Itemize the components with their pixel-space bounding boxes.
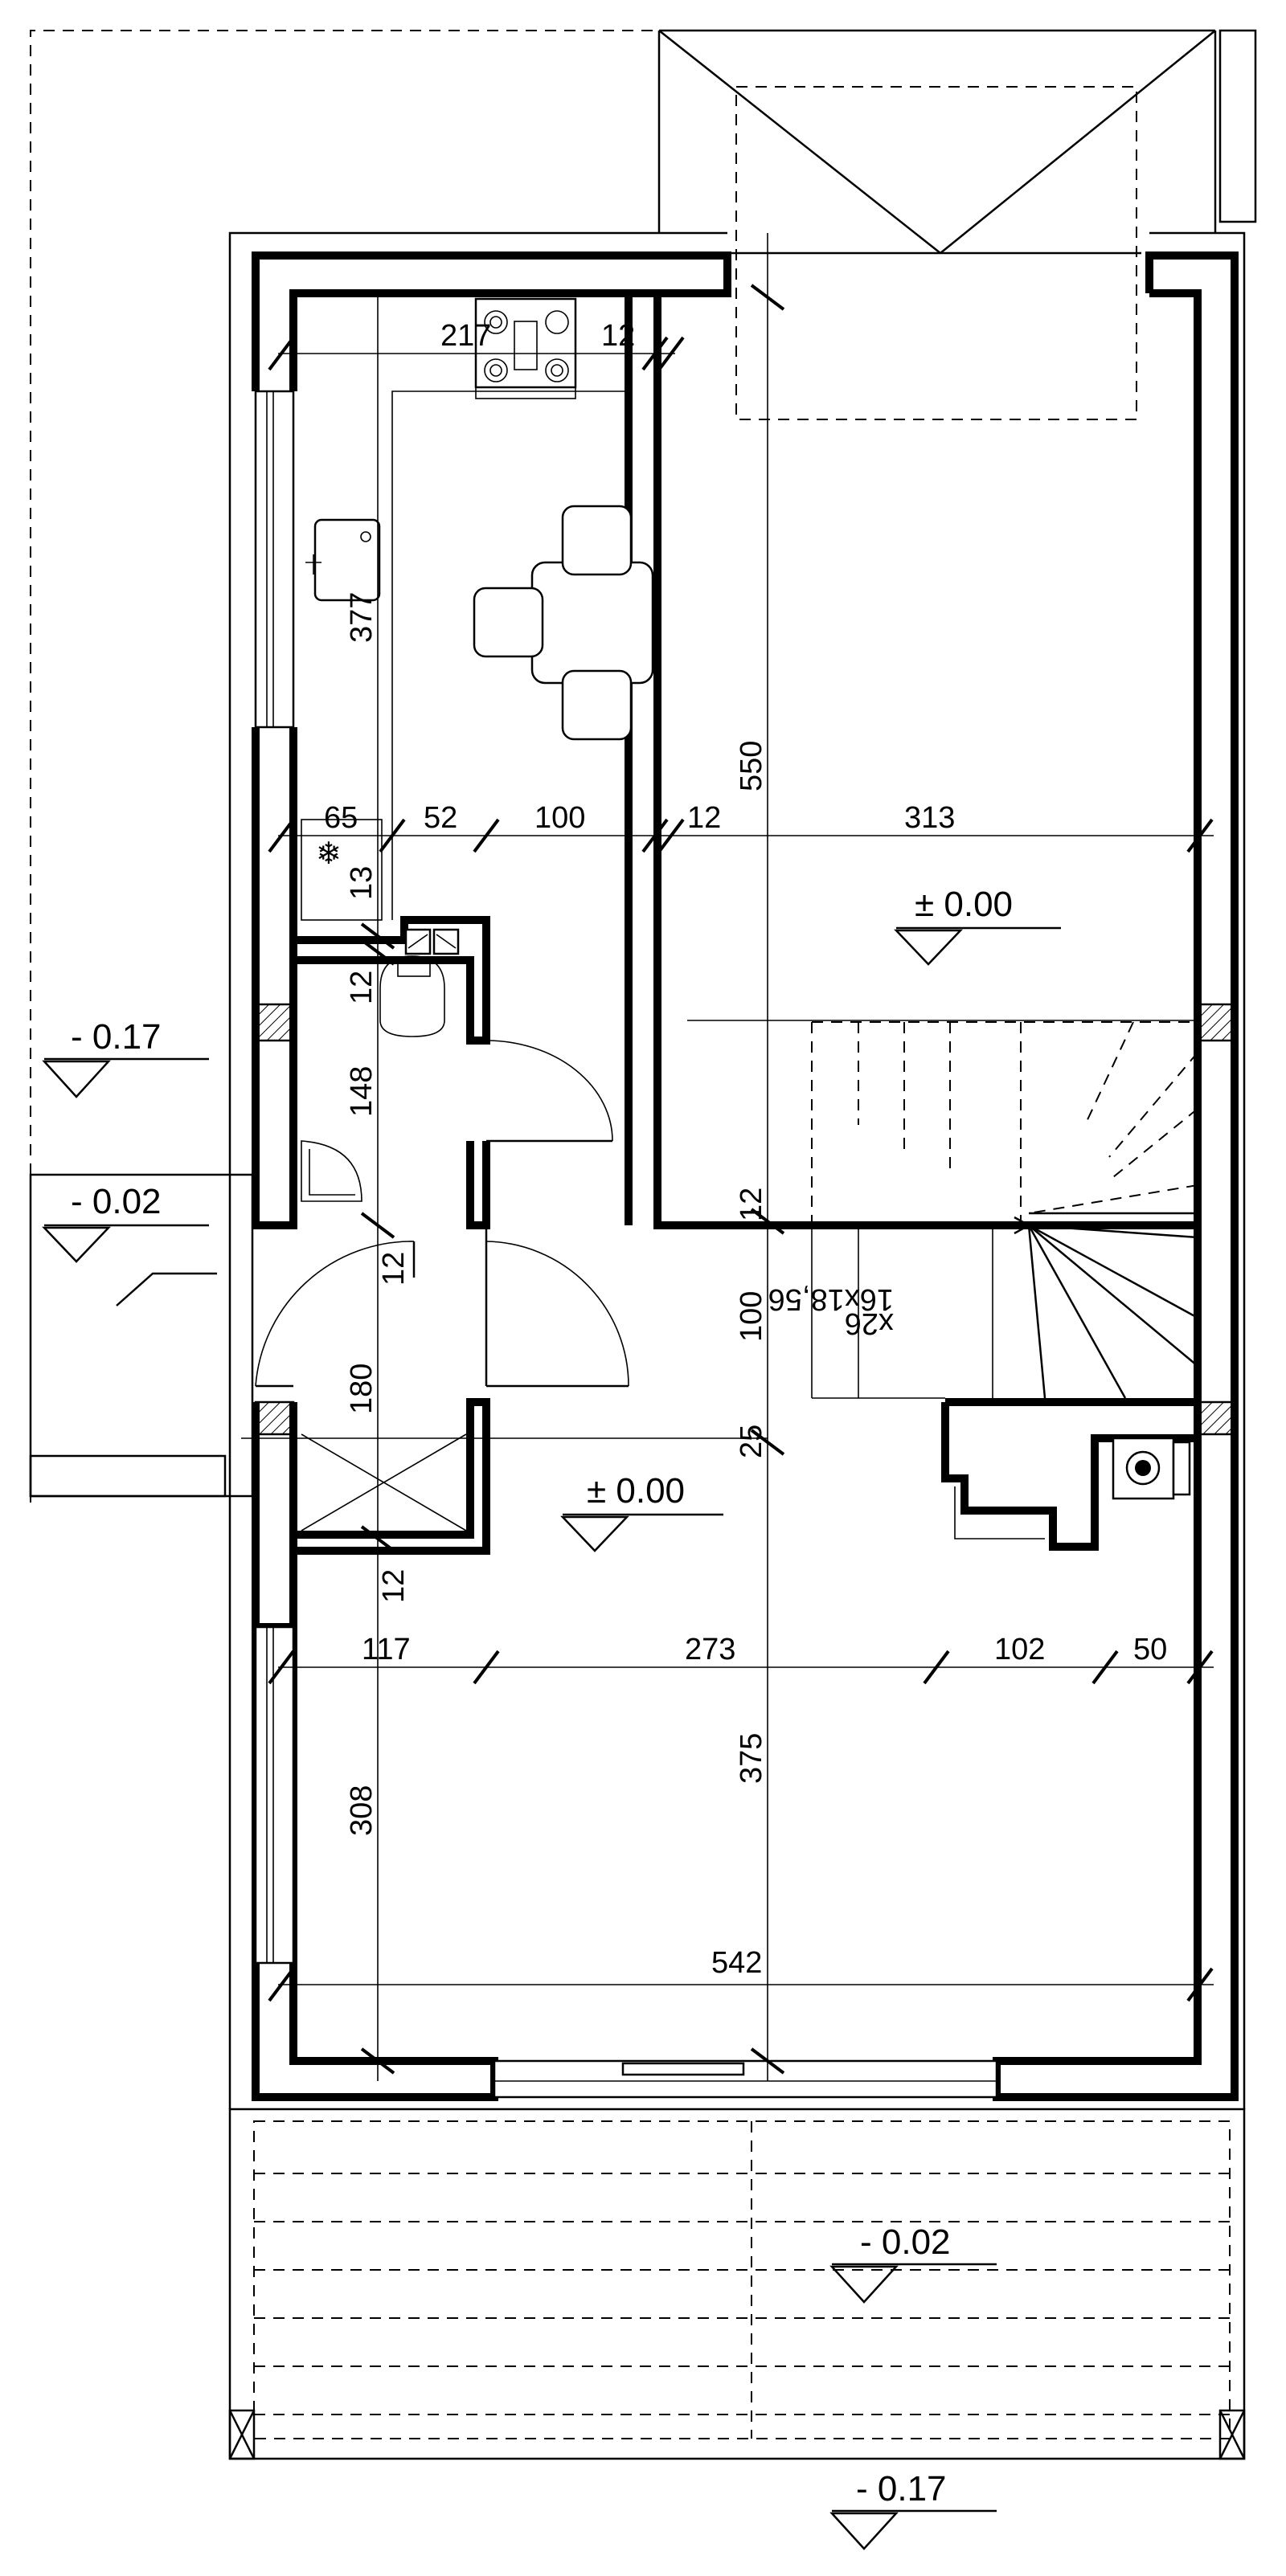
dim-hall-25: 25 [735, 1425, 768, 1458]
doors [255, 1040, 629, 1388]
dimension-labels: 217 12 377 550 65 52 100 12 313 13 12 14… [324, 319, 1167, 1980]
stair-annotation: 16x18,56 x26 [768, 1282, 894, 1340]
dim-pantry-13: 13 [345, 866, 379, 900]
level-marker-outside-bottom: - 0.17 [829, 2469, 997, 2550]
dim-bottom-50: 50 [1133, 1633, 1167, 1666]
kitchen-fittings: ❄ [301, 297, 654, 921]
level-living-label: ± 0.00 [915, 885, 1013, 924]
dim-bottom-117: 117 [362, 1633, 411, 1666]
fridge-icon: ❄ [316, 837, 342, 871]
dim-bottom-273: 273 [685, 1633, 735, 1666]
dim-kitchen-wall: 12 [601, 319, 635, 353]
walls [252, 251, 1239, 2101]
dim-row-100: 100 [534, 801, 585, 835]
dim-row-12: 12 [687, 801, 721, 835]
dim-vest-12: 12 [377, 1569, 411, 1603]
level-marker-outside-left-lower: - 0.02 [42, 1182, 209, 1263]
level-marker-living: ± 0.00 [894, 885, 1061, 966]
level-terrace-label: - 0.02 [860, 2222, 951, 2262]
dim-room-542: 542 [711, 1946, 762, 1980]
level-marker-outside-left-upper: - 0.17 [42, 1017, 209, 1098]
dim-row-65: 65 [324, 801, 358, 835]
roof-overhang-outline [30, 29, 1257, 1503]
level-markers: ± 0.00 ± 0.00 - 0.17 - 0.02 - 0.02 - 0.1… [42, 885, 1061, 2550]
level-outside-left-lower-label: - 0.02 [71, 1182, 162, 1221]
dim-wc-148: 148 [345, 1066, 379, 1117]
level-hall-label: ± 0.00 [587, 1471, 685, 1511]
level-marker-terrace: - 0.02 [829, 2222, 997, 2304]
dim-room-375: 375 [735, 1733, 768, 1784]
wc-fittings [301, 928, 460, 1202]
dim-bottom-102: 102 [994, 1633, 1045, 1666]
vestibule-cross [301, 1433, 467, 1531]
stair-tread-label: x26 [845, 1306, 894, 1340]
dim-wc-12: 12 [345, 971, 379, 1004]
dimension-lines [241, 233, 1214, 2081]
windows [254, 390, 998, 2099]
facade-outline [228, 231, 1246, 2109]
dim-room-308: 308 [345, 1785, 379, 1836]
stove [954, 1437, 1191, 1539]
dim-kitchen-depth: 377 [345, 592, 379, 643]
dim-hall-100: 100 [735, 1291, 768, 1342]
dim-hall-12a: 12 [377, 1252, 411, 1286]
hatched-piers [254, 1003, 1236, 1436]
dim-living-depth: 550 [735, 741, 768, 791]
level-marker-hall: ± 0.00 [560, 1471, 723, 1552]
dim-hall-180: 180 [345, 1364, 379, 1414]
dim-stair-wall-12: 12 [735, 1188, 768, 1221]
dim-kitchen-width: 217 [440, 319, 491, 353]
entry-landing [29, 1173, 254, 1498]
staircase [811, 1021, 1198, 1402]
stair-steps-label: 16x18,56 [768, 1282, 894, 1316]
level-outside-bottom-label: - 0.17 [856, 2469, 947, 2509]
dim-row-52: 52 [424, 801, 457, 835]
level-outside-left-upper-label: - 0.17 [71, 1017, 162, 1057]
dim-row-313: 313 [904, 801, 955, 835]
terrace [228, 2108, 1246, 2460]
